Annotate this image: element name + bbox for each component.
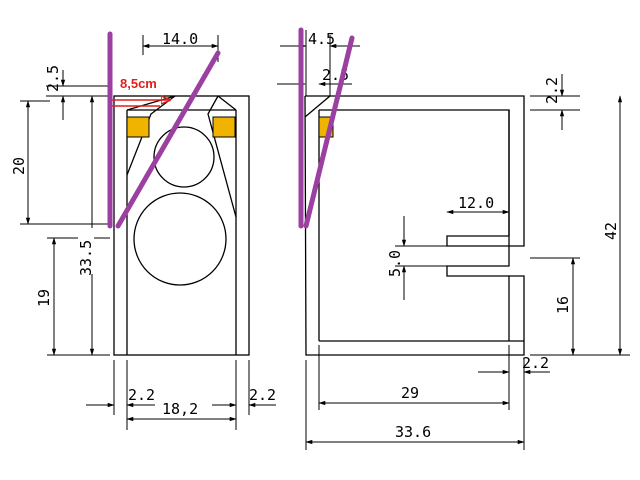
- side-port-height-label: 5.0: [386, 250, 404, 277]
- side-cabinet-outline: [304, 95, 525, 356]
- side-total-height-label: 42: [602, 222, 620, 240]
- front-right-wall-label: 2.2: [249, 386, 276, 404]
- side-top-chamfer: [304, 95, 331, 118]
- front-inner-width-label: 18,2: [162, 400, 198, 418]
- side-view: [304, 95, 525, 356]
- front-total-height-label: 33.5: [77, 240, 95, 276]
- front-top-width-label: 14.0: [162, 30, 198, 48]
- front-lower-height-label: 19: [35, 289, 53, 307]
- front-left-square: [126, 116, 150, 138]
- side-diagonal-purple-line: [303, 35, 355, 229]
- front-left-wall-label: 2.2: [128, 386, 155, 404]
- side-dimensions: 4.5 2.5 2.2 42 12.0 5.0 16 2.2: [277, 30, 630, 450]
- tweeter-cutout: [153, 126, 215, 188]
- front-diagonal-purple-line: [115, 50, 221, 229]
- side-slant-markup: [298, 27, 355, 229]
- front-center-baffle-right: [207, 95, 237, 218]
- front-view: [113, 95, 250, 356]
- side-port-depth-label: 12.0: [458, 194, 494, 212]
- front-cabinet-outline: [113, 95, 250, 356]
- front-left-chamfer: [126, 95, 176, 111]
- side-top-wall-label: 2.2: [543, 77, 561, 104]
- red-annotation-label: 8,5cm: [120, 76, 157, 91]
- side-lower-height-label: 16: [554, 296, 572, 314]
- front-top-offset-label: 2.5: [44, 65, 62, 92]
- red-annotation: 8,5cm: [112, 76, 170, 107]
- front-right-chamfer: [217, 95, 237, 111]
- side-bottom-wall-label: 2.2: [522, 354, 549, 372]
- woofer-cutout: [133, 192, 227, 286]
- side-total-width-label: 33.6: [395, 423, 431, 441]
- front-upper-height-label: 20: [10, 157, 28, 175]
- side-inner-width-label: 29: [401, 384, 419, 402]
- front-right-square: [212, 116, 236, 138]
- side-top-width-label: 4.5: [308, 30, 335, 48]
- front-dimensions: 14.0 2.5 20 19 33.5 2.2 18,2: [10, 30, 276, 430]
- front-slant-markup: [107, 31, 221, 229]
